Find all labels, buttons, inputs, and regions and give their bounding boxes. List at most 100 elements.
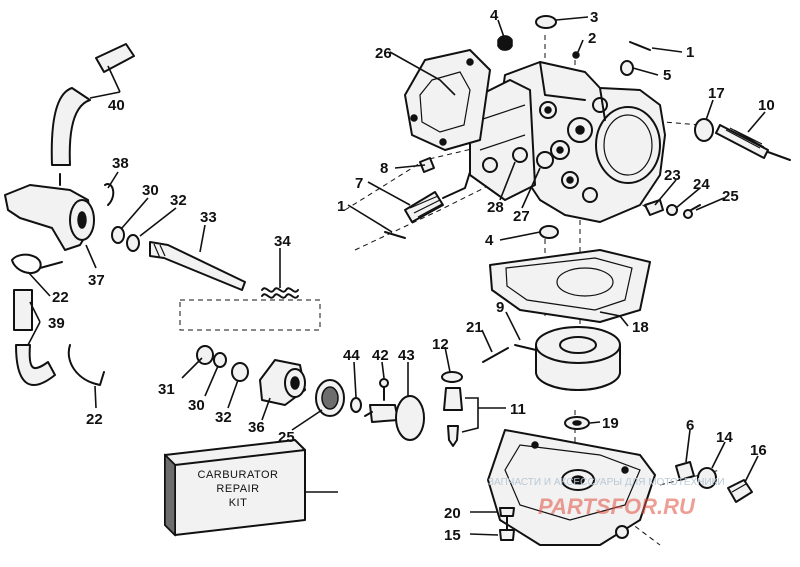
o-ring-30 [111,226,125,244]
callout-2: 2 [588,30,596,47]
welch-plug-3 [535,15,557,29]
hose-39 [50,87,91,166]
watermark: ЗАПЧАСТИ И АКСЕССУАРЫ ДЛЯ МОТОТЕХНИКИ PA… [488,477,725,519]
screw-20-head [499,507,515,517]
callout-10: 10 [758,97,775,114]
bushing-28 [536,151,554,169]
callout-8: 8 [380,160,388,177]
callout-21: 21 [466,319,483,336]
gasket-12 [441,371,463,383]
o-ring-32 [231,362,249,382]
callout-20: 20 [444,505,461,522]
hose-39-upper [95,43,135,73]
o-ring-31 [126,234,140,252]
callout-38: 37 [88,272,105,289]
carburetor-body [499,61,666,223]
callout-27: 26 [375,45,392,62]
callout-29: 28 [487,199,504,216]
callout-11: 11 [510,401,526,418]
callout-43: 44 [343,347,360,364]
spring-35 [261,287,299,299]
callout-36: 36 [248,419,265,436]
plug-4 [497,35,513,51]
callout-18: 18 [632,319,649,336]
callout-16: 16 [750,442,767,459]
repair-kit-box: CARBURATOR REPAIR KIT [164,439,306,537]
callout-3: 3 [590,9,598,26]
callout-30-upper: 30 [142,182,159,199]
float-9 [482,326,621,391]
callout-35: 34 [274,233,291,250]
screw-16 [727,479,753,503]
hose-40-bent [15,344,56,386]
enrichener-parts [196,345,345,417]
callout-19: 19 [602,415,619,432]
callout-34: 33 [200,209,217,226]
leader-lines [27,16,766,536]
callout-14: 14 [716,429,733,446]
screws-23-25 [644,199,701,219]
callout-23: 23 [664,167,681,184]
drain-screw-assembly [675,461,753,503]
clamp-22-lower [67,344,105,386]
kit-label-line2: REPAIR [216,483,259,495]
spring-7 [404,191,444,223]
gasket-14 [697,467,717,489]
watermark-tagline: ЗАПЧАСТИ И АКСЕССУАРЫ ДЛЯ МОТОТЕХНИКИ [488,477,725,488]
callout-42: 43 [398,347,415,364]
callout-30-lower: 30 [188,397,205,414]
idle-needle-assembly [694,118,791,161]
callout-6: 6 [686,417,694,434]
bowl-screws [499,507,515,541]
washer-5 [620,60,634,76]
callout-28: 27 [513,208,530,225]
gasket-27 [404,49,491,151]
callout-1-left: 1 [337,198,345,215]
callout-7: 7 [355,175,363,192]
hoses-and-clamps [11,253,105,386]
clip-37 [104,183,115,206]
callout-26: 25 [278,429,295,446]
callout-15: 15 [444,527,461,544]
clamp-22-upper [11,253,42,275]
needle-1-top [629,41,651,51]
watermark-logo: PARTSFOR.RU [538,494,696,519]
washer-24 [666,204,678,216]
pin-2 [572,51,580,59]
hose-40-short [13,289,33,331]
plug-4-lower [539,225,559,239]
choke-plunger [149,241,299,299]
float-linkage [384,147,554,239]
plug-6 [675,461,695,481]
callout-33: 31 [158,381,175,398]
shaft-34 [149,241,246,291]
pin-21 [482,347,509,363]
callout-4-top: 4 [490,7,499,24]
pin-1-lower [384,231,406,239]
callout-31: 32 [170,192,187,209]
callout-32: 32 [215,409,232,426]
callout-37: 38 [112,155,129,172]
callout-25: 25 [722,188,739,205]
fuel-inlet-parts [4,43,135,251]
callout-4-lower: 4 [485,232,494,249]
callout-17: 17 [708,85,725,102]
needle-10 [715,124,769,159]
clip-8 [419,157,435,173]
plunger-42 [369,404,399,423]
gasket-18 [489,249,651,323]
callout-12: 12 [432,336,449,353]
spring-29 [512,147,528,163]
callout-22-lower: 22 [86,411,103,428]
float-bowl [487,429,656,546]
callout-5: 5 [663,67,671,84]
kit-label-line3: KIT [229,497,248,509]
o-ring-43 [350,397,362,413]
screw-23 [644,199,664,216]
callout-40: 39 [48,315,65,332]
callout-22-upper: 22 [52,289,69,306]
fuel-inlet-38 [4,184,93,251]
callout-41: 42 [372,347,389,364]
packing-17 [694,118,714,142]
kit-label-line1: CARBURATOR [198,469,279,481]
